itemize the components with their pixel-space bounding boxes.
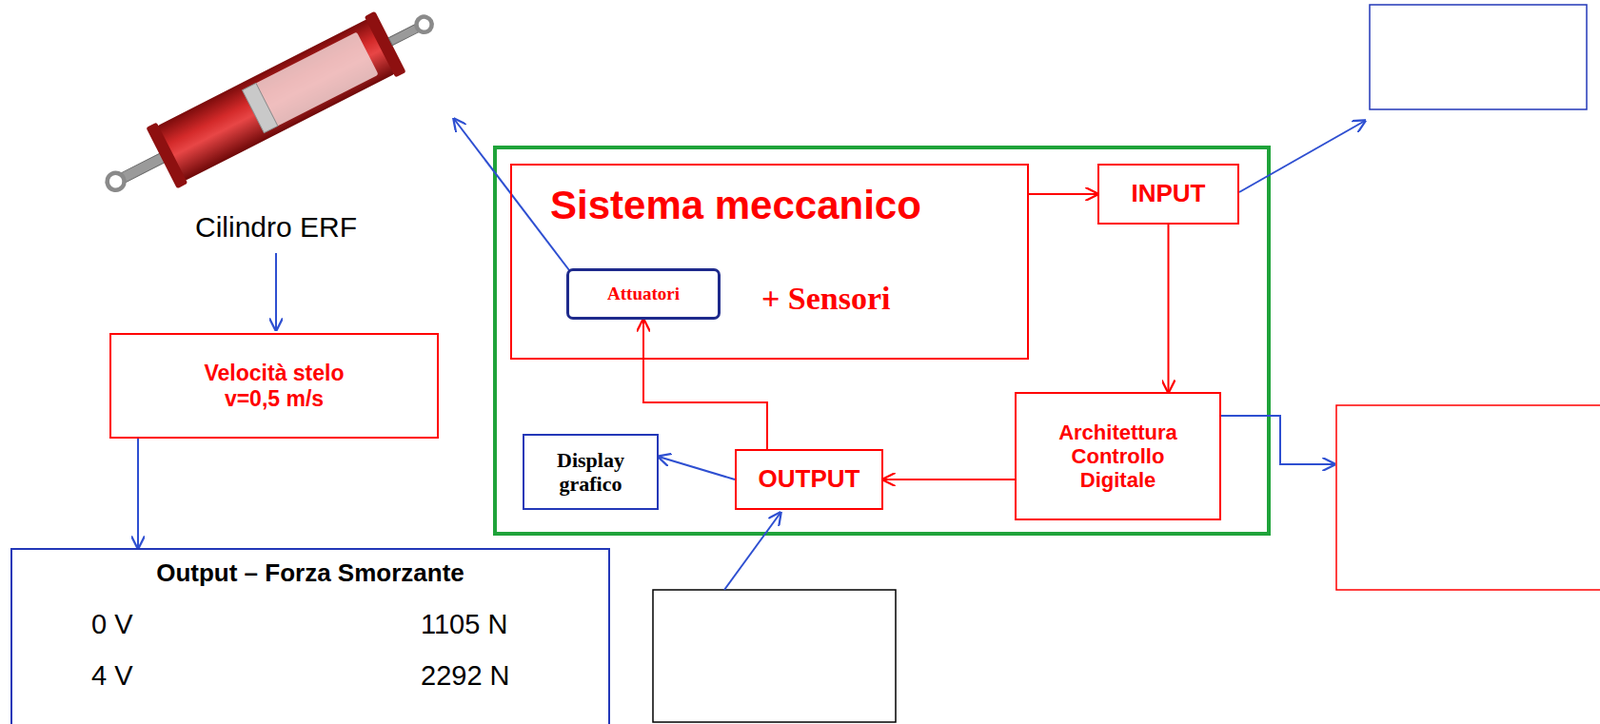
empty-box [1336, 405, 1600, 591]
leader-arrow [275, 253, 277, 331]
input-box: INPUT [1097, 163, 1240, 225]
box-label: INPUT [1131, 179, 1206, 209]
leader-arrow [724, 513, 781, 591]
mechanical-system-box: Sistema meccanico + Sensori Attuatori [510, 163, 1029, 360]
display-box: Display grafico [522, 434, 659, 511]
box-label: Velocità stelo v=0,5 m/s [178, 360, 370, 412]
box-text: 1105 N [420, 609, 508, 641]
leader-arrow [1239, 120, 1365, 193]
box-label: OUTPUT [758, 465, 861, 494]
part-name: Cilindro ERF [161, 211, 391, 244]
box-heading: Output – Forza Smorzante [12, 559, 609, 589]
connector-arrow [643, 319, 768, 450]
box-label: Display grafico [535, 448, 646, 497]
box-label: Attuatori [607, 283, 680, 305]
connector-arrow [1167, 224, 1170, 393]
box-label: Architettura Controllo Digitale [1039, 420, 1197, 494]
erf-cylinder [92, 0, 447, 217]
box-heading: Sistema meccanico [550, 182, 922, 229]
connector-arrow [883, 478, 1015, 481]
output-box: OUTPUT [734, 449, 884, 511]
box-text: 4 V [91, 660, 134, 692]
damping-force-table: Output – Forza Smorzante 0 V 1105 N 4 V 2292… [10, 548, 611, 724]
box-text: + Sensori [761, 279, 891, 317]
connector-arrow [1028, 193, 1098, 196]
empty-box [652, 590, 896, 723]
velocity-box: Velocità stelo v=0,5 m/s [109, 333, 439, 439]
control-box: Architettura Controllo Digitale [1014, 392, 1222, 521]
connector-arrow [137, 438, 139, 549]
empty-box [1369, 4, 1587, 110]
system-boundary [494, 147, 1269, 534]
box-text: 0 V [91, 609, 134, 641]
box-text: 2292 N [420, 660, 511, 692]
leader-arrow [1221, 415, 1335, 465]
actuator-box: Attuatori [566, 268, 721, 320]
connector-arrow [658, 456, 735, 480]
